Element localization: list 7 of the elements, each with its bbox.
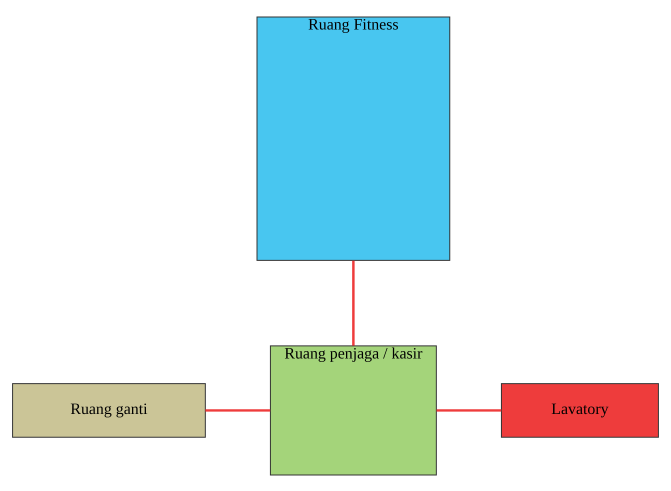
node-box: Lavatory — [500, 382, 659, 438]
node-box: Ruang ganti — [12, 382, 206, 438]
connector — [352, 260, 355, 346]
connector — [205, 408, 270, 412]
node-box: Ruang Fitness — [256, 16, 450, 260]
connector — [436, 408, 502, 412]
node-box: Ruang penjaga / kasir — [270, 344, 437, 476]
